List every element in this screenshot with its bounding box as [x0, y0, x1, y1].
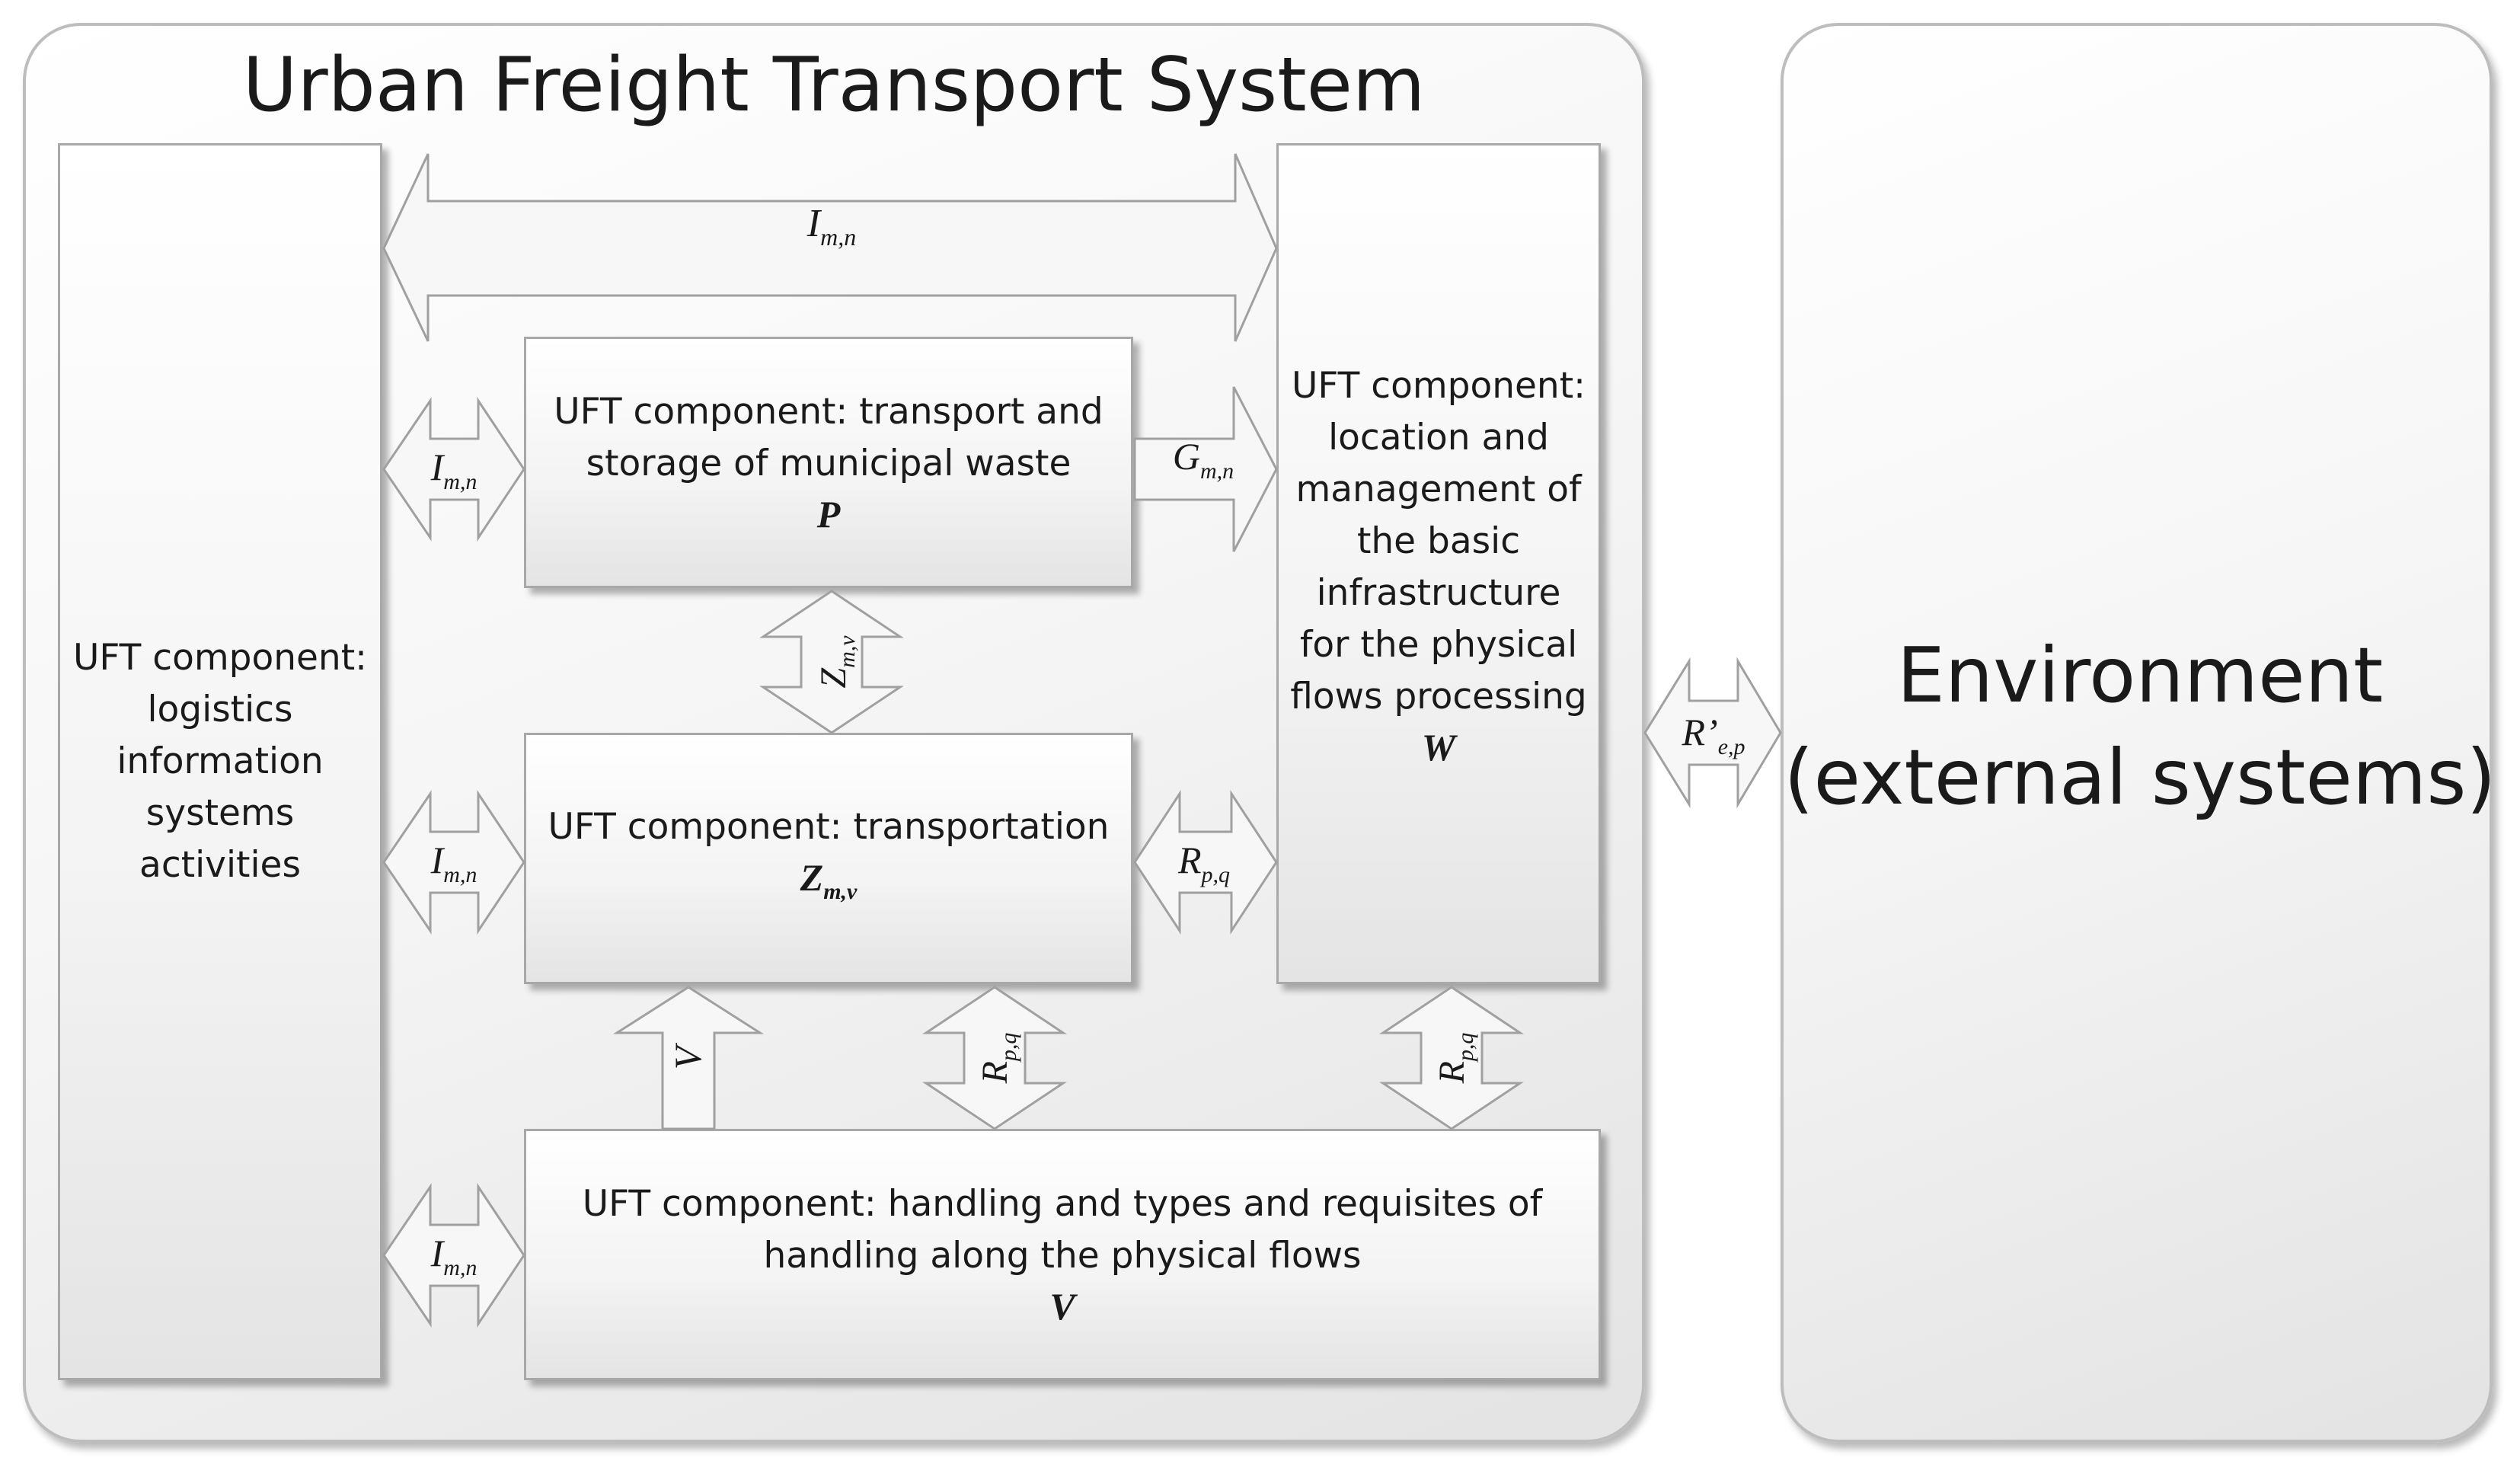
arrow-R-transport-handling [922, 986, 1067, 1130]
infrastructure-symbol: W [1421, 726, 1456, 769]
handling-line-2: handling along the physical flows [763, 1235, 1362, 1277]
label-G: Gm,n [1173, 435, 1234, 484]
label-I-waste: Im,n [430, 446, 477, 494]
handling-symbol: V [1049, 1285, 1075, 1328]
waste-line-1: UFT component: transport and [554, 391, 1103, 433]
label-R-transport-infra: Rp,q [1177, 839, 1230, 887]
infrastructure-line-7: flows processing [1290, 676, 1587, 718]
environment-line-2: (external systems) [1784, 733, 2496, 822]
label-R-transport-handling: Rp,q [975, 1033, 1021, 1085]
arrow-G [1133, 386, 1278, 552]
arrow-V [612, 986, 765, 1130]
arrow-I-transport [382, 790, 525, 935]
label-R-external: R’e,p [1681, 711, 1745, 759]
label-I-transport: Im,n [430, 839, 477, 887]
arrow-I-handling [382, 1183, 525, 1328]
environment-panel [1781, 23, 2493, 1443]
infrastructure-line-4: the basic [1356, 520, 1521, 562]
arrow-I-waste [382, 397, 525, 542]
transportation-component-box: UFT component: transportation Zm,v [524, 733, 1133, 984]
arrow-R-external [1643, 657, 1782, 809]
infrastructure-line-2: location and [1328, 417, 1549, 459]
waste-symbol: P [816, 493, 841, 535]
logistics-line-1: UFT component: [73, 637, 367, 679]
logistics-line-3: information [117, 740, 324, 782]
transportation-line-1: UFT component: transportation [548, 805, 1110, 848]
waste-line-2: storage of municipal waste [586, 443, 1072, 484]
label-R-infra-handling: Rp,q [1432, 1033, 1478, 1085]
arrow-R-transport-infra [1133, 789, 1278, 935]
infrastructure-line-5: infrastructure [1316, 572, 1561, 614]
transportation-symbol: Zm,v [800, 855, 858, 904]
infrastructure-line-6: for the physical [1299, 624, 1578, 666]
environment-label: Environment (external systems) [1782, 625, 2498, 829]
arrow-Z [759, 590, 904, 734]
system-title: Urban Freight Transport System [242, 42, 1426, 129]
logistics-line-5: activities [139, 844, 301, 886]
label-I-handling: Im,n [430, 1232, 477, 1280]
label-V: V [666, 1042, 709, 1069]
logistics-line-2: logistics [147, 689, 293, 730]
logistics-component-box: UFT component: logistics information sys… [58, 143, 382, 1380]
label-Z: Zm,v [813, 635, 860, 689]
environment-line-1: Environment [1896, 631, 2384, 720]
arrow-I-top [382, 153, 1278, 342]
label-I-top: Im,n [806, 202, 856, 251]
arrow-R-infra-handling [1379, 986, 1524, 1130]
logistics-line-4: systems [145, 792, 295, 834]
infrastructure-line-3: management of [1295, 468, 1582, 510]
infrastructure-line-1: UFT component: [1292, 365, 1586, 407]
handling-line-1: UFT component: handling and types and re… [582, 1183, 1543, 1225]
handling-component-box: UFT component: handling and types and re… [524, 1129, 1601, 1380]
infrastructure-component-box: UFT component: location and management o… [1276, 143, 1601, 984]
waste-component-box: UFT component: transport and storage of … [524, 337, 1133, 588]
